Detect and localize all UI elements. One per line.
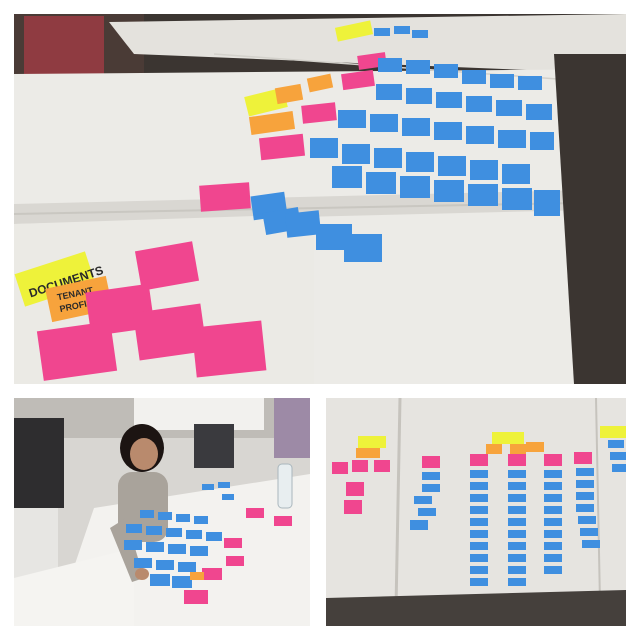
photo-panel-bottom-left (14, 398, 310, 626)
photo-panel-top: DOCUMENTS TENANT PROFILE (14, 14, 626, 384)
photo-panel-bottom-right (326, 398, 626, 626)
photo-bottom-left-scene (14, 398, 310, 626)
documents-note (14, 251, 96, 307)
photo-bottom-right-scene (326, 398, 626, 626)
photo-top-scene: DOCUMENTS TENANT PROFILE (14, 14, 626, 384)
